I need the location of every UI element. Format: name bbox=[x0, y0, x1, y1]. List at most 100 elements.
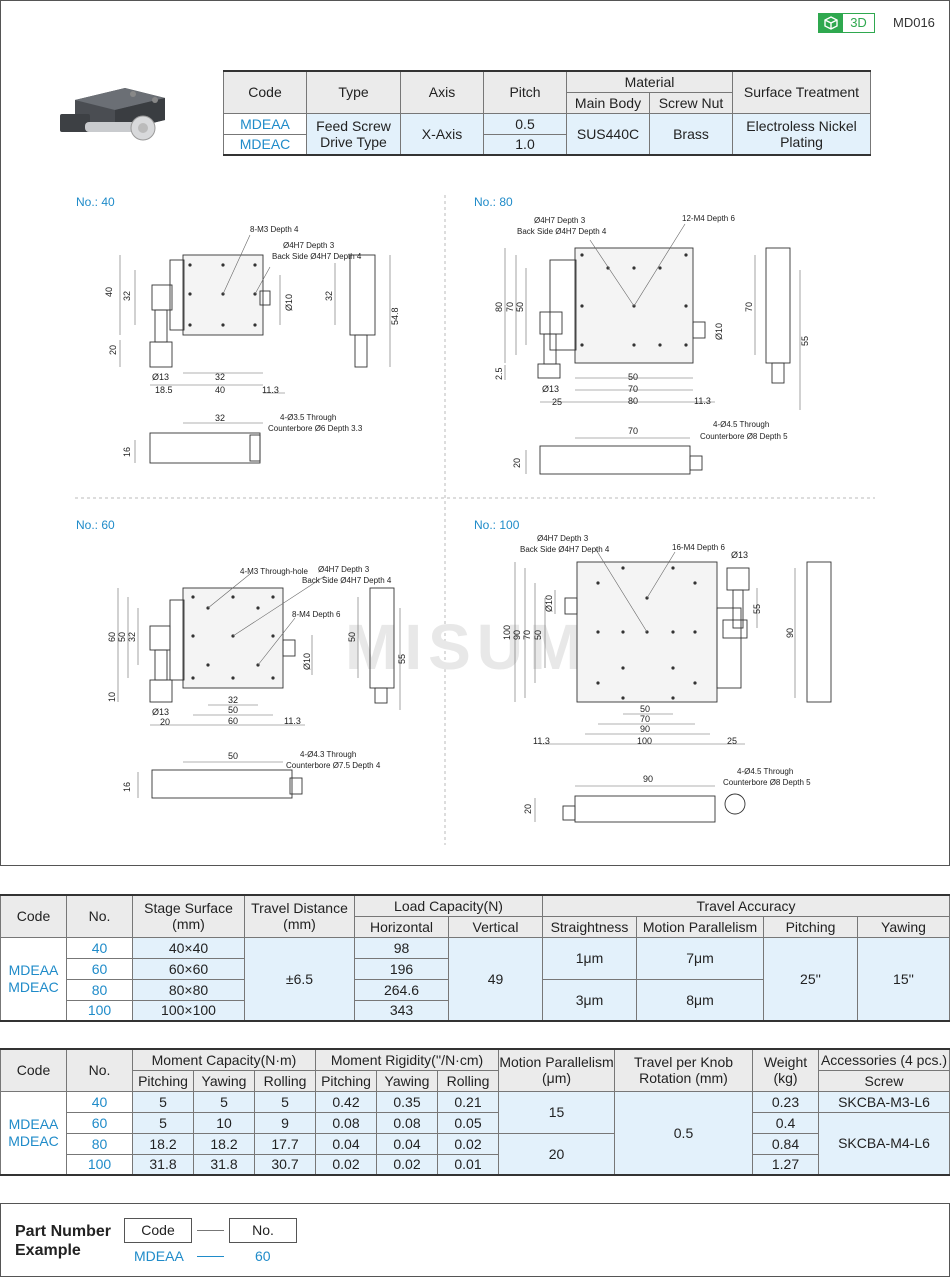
perf-stage: 80×80 bbox=[132, 978, 245, 1001]
note-60: Back Side Ø4H7 Depth 4 bbox=[302, 576, 392, 585]
dim-80-height: 80 bbox=[494, 302, 504, 312]
moment-header-capacity: Moment Capacity(N·m) bbox=[132, 1048, 316, 1071]
perf-code[interactable]: MDEAC bbox=[8, 978, 59, 995]
dim-60-pitch: 50 bbox=[117, 632, 127, 642]
part-number-example-separator bbox=[197, 1256, 224, 1257]
moment-motion-parallelism: 20 bbox=[498, 1132, 615, 1176]
product-photo bbox=[60, 88, 165, 141]
perf-horizontal: 343 bbox=[354, 999, 449, 1022]
spec-header-screw-nut: Screw Nut bbox=[649, 91, 733, 114]
dim-80-side: 25 bbox=[552, 397, 562, 407]
moment-code[interactable]: MDEAC bbox=[8, 1132, 59, 1149]
moment-header-rigidity: Moment Rigidity(''/N·cm) bbox=[315, 1048, 499, 1071]
note-80: Ø4H7 Depth 3 bbox=[534, 216, 586, 225]
mr-yawing: 0.35 bbox=[376, 1090, 438, 1113]
dim-80-bottom-pitch: 70 bbox=[628, 426, 638, 436]
perf-stage: 60×60 bbox=[132, 957, 245, 980]
note-80: Counterbore Ø8 Depth 5 bbox=[700, 432, 788, 441]
moment-screw: SKCBA-M3-L6 bbox=[818, 1090, 950, 1113]
dim-80-thickness: 20 bbox=[512, 458, 522, 468]
perf-pitching: 25'' bbox=[763, 936, 858, 1022]
perf-header-motion-parallelism: Motion Parallelism bbox=[636, 915, 764, 938]
perf-no[interactable]: 80 bbox=[66, 978, 133, 1001]
perf-vertical: 49 bbox=[448, 936, 543, 1022]
dim-40-height: 40 bbox=[104, 287, 114, 297]
mc-rolling: 5 bbox=[254, 1090, 316, 1113]
mc-yawing: 18.2 bbox=[193, 1132, 255, 1155]
perf-no[interactable]: 40 bbox=[66, 936, 133, 959]
dim-100-shaft: Ø10 bbox=[544, 595, 554, 612]
dim-80-edge: 11.3 bbox=[694, 396, 711, 406]
perf-code[interactable]: MDEAA bbox=[8, 961, 59, 978]
drawing-label-80: No.: 80 bbox=[474, 195, 513, 209]
moment-no[interactable]: 40 bbox=[66, 1090, 133, 1113]
dim-40-width: 40 bbox=[215, 385, 225, 395]
moment-header-travel-per-knob: Travel per Knob Rotation (mm) bbox=[614, 1048, 753, 1092]
moment-no[interactable]: 100 bbox=[66, 1153, 133, 1176]
dim-100-thickness: 20 bbox=[523, 804, 533, 814]
drawing-no40: 40 32 20 Ø13 18.5 32 40 11.3 Ø10 32 54.8… bbox=[104, 225, 400, 464]
moment-no[interactable]: 60 bbox=[66, 1111, 133, 1134]
moment-code[interactable]: MDEAA bbox=[8, 1115, 59, 1132]
perf-horizontal: 98 bbox=[354, 936, 449, 959]
moment-weight: 0.23 bbox=[752, 1090, 819, 1113]
dim-100-right-edge: 25 bbox=[727, 736, 737, 746]
spec-type: Feed Screw Drive Type bbox=[306, 112, 401, 156]
part-number-title: Part Number Example bbox=[15, 1222, 111, 1260]
spec-code-link[interactable]: MDEAA bbox=[223, 112, 307, 135]
watermark: MISUMI bbox=[345, 611, 613, 683]
3d-badge[interactable]: 3D bbox=[818, 13, 875, 33]
moment-no[interactable]: 80 bbox=[66, 1132, 133, 1155]
dim-80-width: 80 bbox=[628, 396, 638, 406]
spec-surface: Electroless Nickel Plating bbox=[732, 112, 871, 156]
dim-60-shaft: Ø10 bbox=[302, 653, 312, 670]
note-60: 4-Ø4.3 Through bbox=[300, 750, 356, 759]
mr-yawing: 0.02 bbox=[376, 1153, 438, 1176]
perf-header-stage: Stage Surface (mm) bbox=[132, 894, 245, 938]
dim-40-pitch: 32 bbox=[122, 291, 132, 301]
part-number-separator bbox=[197, 1230, 224, 1231]
dim-80-inner-w: 50 bbox=[628, 372, 638, 382]
mr-pitching: 0.42 bbox=[315, 1090, 377, 1113]
dim-80-side-total: 55 bbox=[800, 336, 810, 346]
dim-40-hole-pitch: 32 bbox=[215, 372, 225, 382]
mc-yawing: 10 bbox=[193, 1111, 255, 1134]
dim-80-knob-dia: Ø13 bbox=[542, 384, 559, 394]
note-40: Back Side Ø4H7 Depth 4 bbox=[272, 252, 362, 261]
dim-100-outer-w: 90 bbox=[640, 724, 650, 734]
moment-header-code: Code bbox=[0, 1048, 67, 1092]
dim-100-left-edge: 11.3 bbox=[533, 736, 550, 746]
3d-badge-label: 3D bbox=[850, 15, 867, 30]
mc-rolling: 9 bbox=[254, 1111, 316, 1134]
dim-40-knob-dia: Ø13 bbox=[152, 372, 169, 382]
dim-80-pitch: 70 bbox=[505, 302, 515, 312]
part-number-title-line2: Example bbox=[15, 1242, 81, 1259]
mr-rolling: 0.01 bbox=[437, 1153, 499, 1176]
drawing-no80: 80 70 50 2.5 Ø13 25 50 70 80 11.3 Ø10 70… bbox=[494, 214, 810, 475]
perf-header-no: No. bbox=[66, 894, 133, 938]
dim-80-pitch-w: 70 bbox=[628, 384, 638, 394]
note-100: Counterbore Ø8 Depth 5 bbox=[723, 778, 811, 787]
mr-yawing: 0.08 bbox=[376, 1111, 438, 1134]
perf-no[interactable]: 60 bbox=[66, 957, 133, 980]
dim-40-shaft: Ø10 bbox=[284, 294, 294, 311]
dim-60-edge: 11.3 bbox=[284, 716, 301, 726]
perf-header-vertical: Vertical bbox=[448, 915, 543, 938]
spec-axis: X-Axis bbox=[400, 112, 484, 156]
dim-40-total: 54.8 bbox=[390, 307, 400, 325]
dim-60-inner-w: 32 bbox=[228, 695, 238, 705]
drawing-label-60: No.: 60 bbox=[76, 518, 115, 532]
moment-weight: 1.27 bbox=[752, 1153, 819, 1176]
perf-yawing: 15'' bbox=[857, 936, 950, 1022]
perf-no[interactable]: 100 bbox=[66, 999, 133, 1022]
spec-pitch: 1.0 bbox=[483, 133, 567, 156]
note-100: Ø4H7 Depth 3 bbox=[537, 534, 589, 543]
dim-60-thickness: 16 bbox=[122, 782, 132, 792]
spec-code-link[interactable]: MDEAC bbox=[223, 133, 307, 156]
mc-pitching: 5 bbox=[132, 1111, 194, 1134]
part-number-code-box: Code bbox=[124, 1218, 192, 1243]
moment-header-yawing: Yawing bbox=[193, 1069, 255, 1092]
mc-rolling: 17.7 bbox=[254, 1132, 316, 1155]
